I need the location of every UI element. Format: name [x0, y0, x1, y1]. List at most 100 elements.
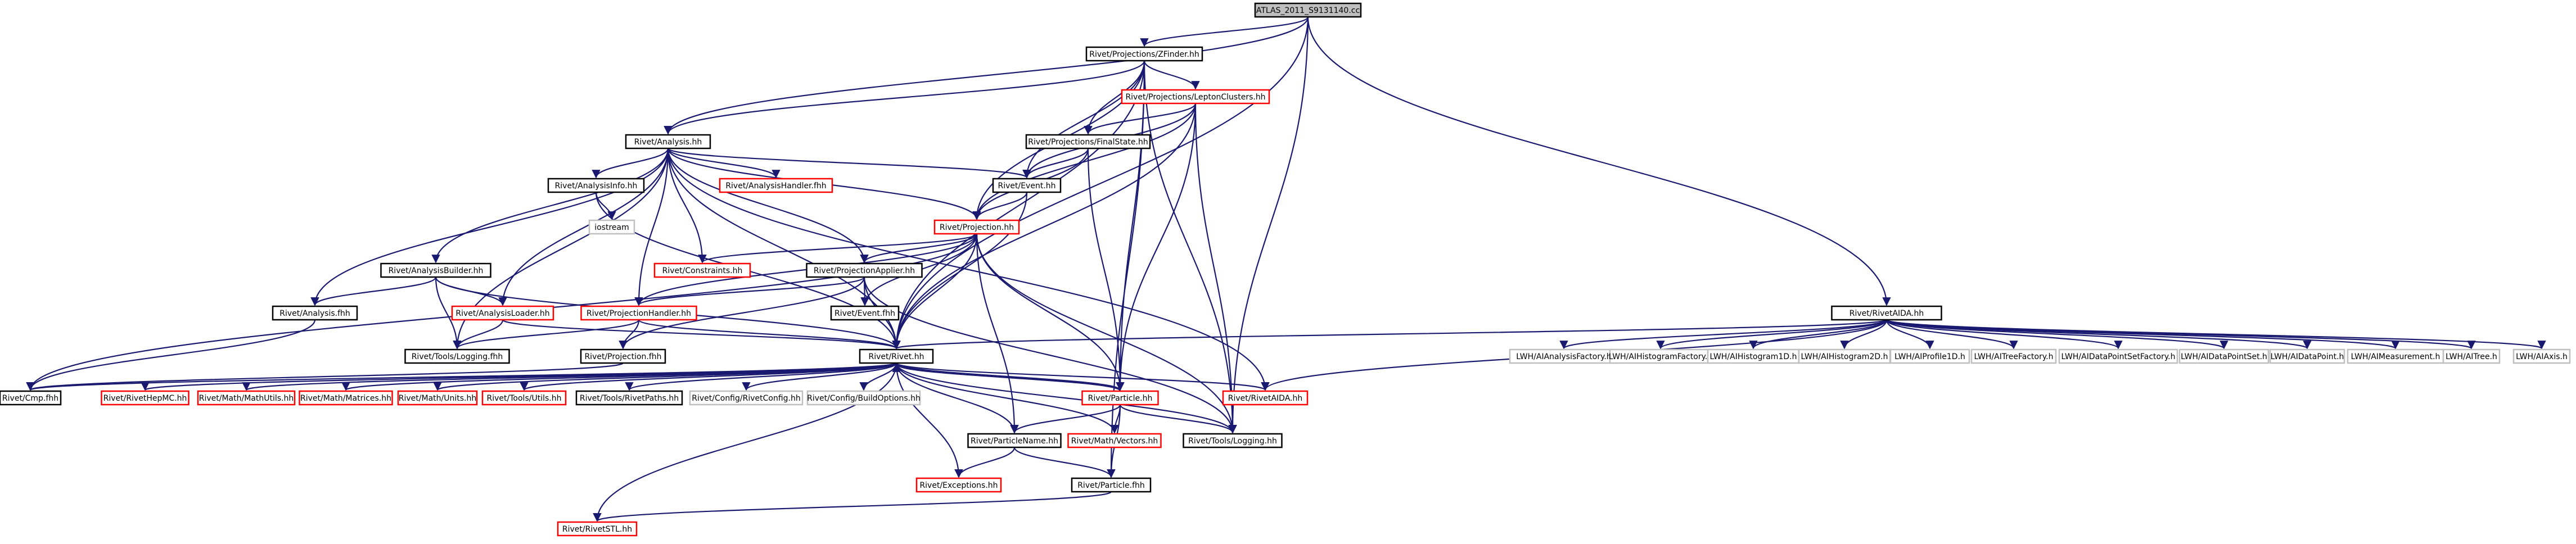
node-rivetconfig: Rivet/Config/RivetConfig.hh	[689, 390, 804, 406]
edge-analysis-to-projectionapplier	[667, 148, 869, 264]
node-label-toolsutils: Rivet/Tools/Utils.hh	[487, 394, 562, 403]
edge-analysis-to-analysisinfo	[592, 148, 669, 179]
edge-analysis-to-analysishandler	[667, 148, 781, 179]
node-box-lwh_meas	[2347, 348, 2444, 364]
node-label-lwh_h2: LWH/AIHistogram2D.h	[1801, 352, 1888, 361]
edge-rivetaida-to-lwh_h2	[1840, 319, 1888, 350]
edge-analysisbuilder-to-analysisfhh	[310, 276, 437, 306]
node-rivethh[interactable]: Rivet/Rivet.hh	[859, 348, 934, 364]
node-box-matrices	[299, 390, 393, 406]
node-logginghh[interactable]: Rivet/Tools/Logging.hh	[1183, 433, 1283, 448]
node-label-lwh_p1: LWH/AIProfile1D.h	[1894, 352, 1965, 361]
node-toolsutils[interactable]: Rivet/Tools/Utils.hh	[481, 390, 567, 406]
edge-particlefhh-to-rivetstl	[593, 491, 1112, 522]
node-constraints[interactable]: Rivet/Constraints.hh	[653, 262, 751, 278]
node-rivethepmc[interactable]: Rivet/RivetHepMC.hh	[101, 390, 190, 406]
node-analysis[interactable]: Rivet/Analysis.hh	[625, 134, 711, 149]
edge-rivethh-to-rivethepmc	[141, 362, 897, 391]
node-mathvectors[interactable]: Rivet/Math/Vectors.hh	[1067, 433, 1162, 448]
node-loggingfhh[interactable]: Rivet/Tools/Logging.fhh	[404, 348, 510, 364]
edge-projectionapplier-to-projectionhandler	[634, 276, 865, 306]
edge-analysis-to-analysisbuilder	[431, 148, 669, 264]
node-rivetstl[interactable]: Rivet/RivetSTL.hh	[557, 521, 638, 537]
node-projectionfhh[interactable]: Rivet/Projection.fhh	[580, 348, 666, 364]
edge-rivethh-to-particlehh	[895, 362, 1125, 391]
node-units[interactable]: Rivet/Math/Units.hh	[397, 390, 478, 406]
node-exceptions[interactable]: Rivet/Exceptions.hh	[915, 477, 1002, 493]
node-lwh_dps: LWH/AIDataPointSet.h	[2178, 348, 2270, 364]
edge-rivethh-to-rivetpaths	[625, 362, 897, 391]
node-analysisfhh[interactable]: Rivet/Analysis.fhh	[272, 305, 358, 321]
node-label-lwh_dps: LWH/AIDataPointSet.h	[2181, 352, 2267, 361]
node-analysisinfo[interactable]: Rivet/AnalysisInfo.hh	[547, 178, 645, 193]
node-lwh_h2: LWH/AIHistogram2D.h	[1798, 348, 1891, 364]
node-lwh_meas: LWH/AIMeasurement.h	[2347, 348, 2444, 364]
edge-analysis-to-projectionhandler	[634, 148, 669, 306]
node-label-zfinder: Rivet/Projections/ZFinder.hh	[1089, 50, 1199, 59]
node-eventfhh[interactable]: Rivet/Event.fhh	[830, 305, 900, 321]
node-root[interactable]: ATLAS_2011_S9131140.cc	[1254, 2, 1362, 18]
node-label-analysis: Rivet/Analysis.hh	[634, 138, 702, 147]
node-label-lwh_hf: LWH/AIHistogramFactory.h	[1609, 352, 1712, 361]
node-particlehh[interactable]: Rivet/Particle.hh	[1081, 390, 1159, 406]
node-mathutils[interactable]: Rivet/Math/MathUtils.hh	[197, 390, 296, 406]
edge-analysisfhh-to-cmpfhh	[26, 319, 316, 391]
edge-particlehh-to-logginghh	[1119, 404, 1237, 434]
edge-zfinder-to-leptonclusters	[1143, 60, 1200, 90]
edge-zfinder-to-rivethh	[892, 60, 1145, 350]
node-label-analysisinfo: Rivet/AnalysisInfo.hh	[555, 182, 638, 191]
node-analysishandler[interactable]: Rivet/AnalysisHandler.fhh	[719, 178, 833, 193]
node-lwh_tree: LWH/AITree.h	[2442, 348, 2501, 364]
node-box-mathvectors	[1067, 433, 1162, 448]
node-leptonclusters[interactable]: Rivet/Projections/LeptonClusters.hh	[1121, 89, 1270, 105]
edge-root-to-logginghh	[1228, 16, 1309, 434]
node-lwh_hf: LWH/AIHistogramFactory.h	[1609, 348, 1712, 364]
edge-leptonclusters-to-rivethh	[892, 103, 1197, 350]
node-box-rivethh	[859, 348, 934, 364]
node-particlefhh[interactable]: Rivet/Particle.fhh	[1071, 477, 1152, 493]
node-projectionhandler[interactable]: Rivet/ProjectionHandler.hh	[580, 305, 697, 321]
node-label-analysishandler: Rivet/AnalysisHandler.fhh	[725, 182, 826, 191]
edge-projection-to-logginghh	[976, 233, 1237, 434]
node-cmpfhh[interactable]: Rivet/Cmp.fhh	[0, 390, 62, 406]
node-label-particlename: Rivet/ParticleName.hh	[971, 437, 1058, 446]
node-label-constraints: Rivet/Constraints.hh	[662, 266, 743, 275]
node-box-cmpfhh	[0, 390, 62, 406]
node-zfinder[interactable]: Rivet/Projections/ZFinder.hh	[1085, 46, 1203, 62]
node-lwh_tf: LWH/AITreeFactory.h	[1970, 348, 2057, 364]
node-lwh_dpsf: LWH/AIDataPointSetFactory.h	[2058, 348, 2178, 364]
edge-rivetaida-to-lwh_tree	[1885, 319, 2476, 350]
edge-particlehh-to-rivethh	[892, 363, 1121, 392]
node-projection[interactable]: Rivet/Projection.hh	[933, 219, 1020, 235]
node-matrices[interactable]: Rivet/Math/Matrices.hh	[299, 390, 393, 406]
edge-projectionhandler-to-loggingfhh	[453, 319, 640, 350]
edge-rivethh-to-toolsutils	[520, 362, 897, 391]
node-analysisloader[interactable]: Rivet/AnalysisLoader.hh	[451, 305, 554, 321]
node-box-logginghh	[1183, 433, 1283, 448]
node-analysisbuilder[interactable]: Rivet/AnalysisBuilder.hh	[380, 262, 491, 278]
node-box-rivetaida	[1831, 305, 1942, 321]
edge-projection-to-constraints	[698, 233, 978, 264]
edge-rivethh-to-particlename	[895, 362, 1019, 434]
node-particlename[interactable]: Rivet/ParticleName.hh	[967, 433, 1062, 448]
node-box-analysisloader	[451, 305, 554, 321]
node-label-particlefhh: Rivet/Particle.fhh	[1077, 481, 1145, 490]
edge-zfinder-to-analysis	[664, 60, 1145, 135]
node-box-rivethepmc	[101, 390, 190, 406]
edge-event-to-rivethh	[892, 192, 1028, 350]
node-box-loggingfhh	[404, 348, 510, 364]
node-label-lwh_dp: LWH/AIDataPoint.h	[2271, 352, 2344, 361]
node-label-projectionhandler: Rivet/ProjectionHandler.hh	[587, 309, 691, 318]
edge-projection-to-particlehh	[976, 233, 1125, 391]
node-label-lwh_meas: LWH/AIMeasurement.h	[2351, 352, 2440, 361]
edge-root-to-rivethh	[892, 16, 1309, 350]
node-rivetaidahh[interactable]: Rivet/RivetAIDA.hh	[1222, 390, 1309, 406]
node-event[interactable]: Rivet/Event.hh	[992, 178, 1062, 193]
node-box-lwh_axis	[2512, 348, 2571, 364]
node-box-constraints	[653, 262, 751, 278]
node-rivetaida[interactable]: Rivet/RivetAIDA.hh	[1831, 305, 1942, 321]
node-projectionapplier[interactable]: Rivet/ProjectionApplier.hh	[806, 262, 923, 278]
node-rivetpaths[interactable]: Rivet/Tools/RivetPaths.hh	[575, 390, 683, 406]
node-box-analysisfhh	[272, 305, 358, 321]
node-finalstate[interactable]: Rivet/Projections/FinalState.hh	[1025, 134, 1151, 149]
